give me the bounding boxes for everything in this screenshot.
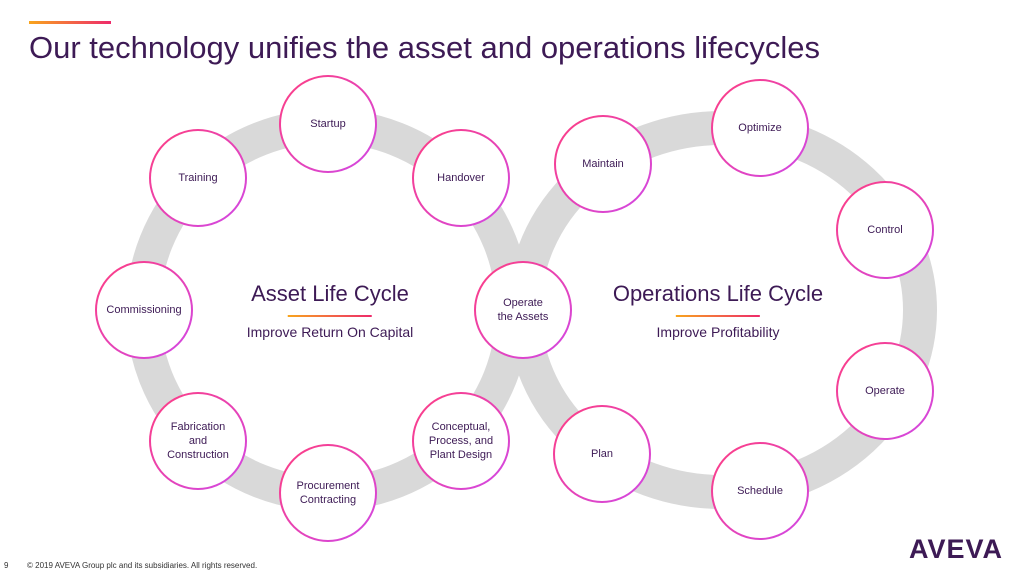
title-accent-bar (29, 21, 111, 24)
node-training: Training (149, 129, 247, 227)
asset-cycle-subtitle: Improve Return On Capital (246, 324, 414, 340)
asset-cycle-heading: Asset Life Cycle (251, 281, 409, 306)
node-operate-the-assets: Operate the Assets (474, 261, 572, 359)
page-title: Our technology unifies the asset and ope… (29, 30, 820, 65)
node-procurement: Procurement Contracting (279, 444, 377, 542)
node-conceptual-design: Conceptual, Process, and Plant Design (412, 392, 510, 490)
aveva-logo: AVEVA (909, 534, 1004, 564)
node-operate: Operate (836, 342, 934, 440)
operations-cycle-subtitle: Improve Profitability (656, 324, 780, 340)
node-optimize: Optimize (711, 79, 809, 177)
asset-cycle-label: Asset Life Cycle Improve Return On Capit… (247, 281, 414, 340)
page-number: 9 (4, 561, 9, 570)
operations-cycle-underline (675, 315, 760, 317)
node-plan: Plan (553, 405, 651, 503)
node-handover: Handover (412, 129, 510, 227)
node-maintain: Maintain (554, 115, 652, 213)
operations-cycle-label: Operations Life Cycle Improve Profitabil… (613, 281, 823, 340)
node-control: Control (836, 181, 934, 279)
node-schedule: Schedule (711, 442, 809, 540)
node-startup: Startup (279, 75, 377, 173)
copyright: © 2019 AVEVA Group plc and its subsidiar… (27, 561, 258, 570)
node-fabrication: Fabrication and Construction (149, 392, 247, 490)
asset-cycle-underline (288, 315, 372, 317)
node-commissioning: Commissioning (95, 261, 193, 359)
operations-cycle-heading: Operations Life Cycle (612, 281, 824, 306)
